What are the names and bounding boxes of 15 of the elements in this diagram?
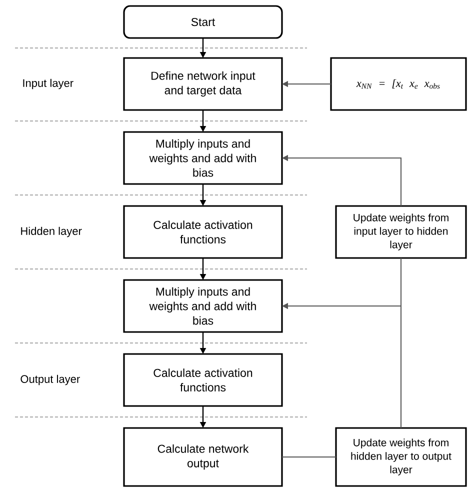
layer-label: Input layer xyxy=(23,78,74,90)
process-box: Update weights from input layer to hidden layer xyxy=(335,205,467,259)
process-box: Define network input and target data xyxy=(123,57,283,111)
start-box: Start xyxy=(123,5,283,39)
connector-line xyxy=(282,456,336,458)
process-box: Calculate network output xyxy=(123,427,283,487)
process-box: Multiply inputs and weights and add with bias xyxy=(123,279,283,333)
layer-label: Hidden layer xyxy=(21,226,82,238)
formula-box: x$_{NN}$ = [x$_{t}$ x$_{e}$ x$_{obs}$ xyxy=(330,57,467,111)
connector-line xyxy=(400,258,402,428)
process-box: Calculate activation functions xyxy=(123,205,283,259)
layer-label: Output layer xyxy=(20,374,80,386)
process-box: Update weights from hidden layer to output layer xyxy=(335,427,467,487)
process-box: Calculate activation functions xyxy=(123,353,283,407)
process-box: Multiply inputs and weights and add with bias xyxy=(123,131,283,185)
